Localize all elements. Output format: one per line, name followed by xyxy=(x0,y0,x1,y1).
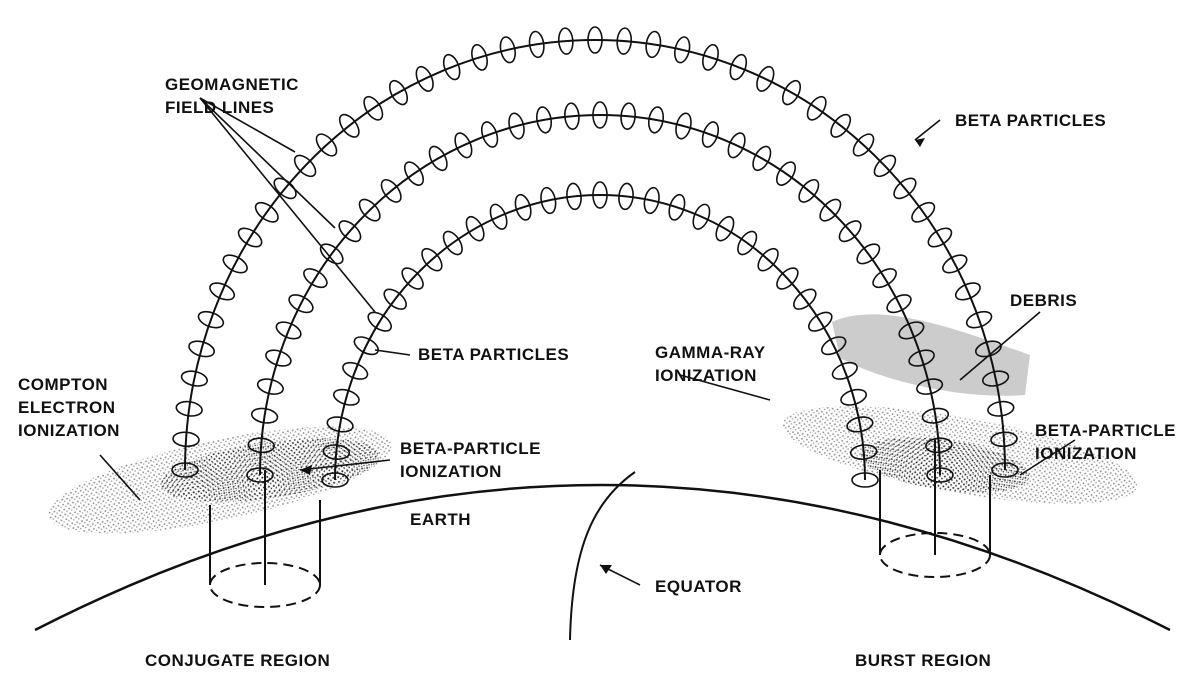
debris-cloud xyxy=(832,314,1030,395)
label-compton-1: COMPTON xyxy=(18,375,108,394)
label-compton-3: IONIZATION xyxy=(18,421,120,440)
label-beta-particles-inner: BETA PARTICLES xyxy=(418,345,569,364)
label-beta-particles-top: BETA PARTICLES xyxy=(955,111,1106,130)
label-compton-2: ELECTRON xyxy=(18,398,116,417)
label-conjugate-region: CONJUGATE REGION xyxy=(145,651,330,670)
label-burst-region: BURST REGION xyxy=(855,651,991,670)
label-equator: EQUATOR xyxy=(655,577,742,596)
label-gamma-ray-2: IONIZATION xyxy=(655,366,757,385)
label-gamma-ray-1: GAMMA-RAY xyxy=(655,343,766,362)
label-debris: DEBRIS xyxy=(1010,291,1077,310)
label-beta-ion-left-1: BETA-PARTICLE xyxy=(400,439,541,458)
label-geomagnetic-field-lines-2: FIELD LINES xyxy=(165,98,274,117)
label-beta-ion-right-1: BETA-PARTICLE xyxy=(1035,421,1176,440)
label-geomagnetic-field-lines-1: GEOMAGNETIC xyxy=(165,75,299,94)
ionization-regions xyxy=(41,386,1144,555)
label-earth: EARTH xyxy=(410,510,471,529)
label-beta-ion-right-2: IONIZATION xyxy=(1035,444,1137,463)
label-beta-ion-left-2: IONIZATION xyxy=(400,462,502,481)
equator-line xyxy=(570,472,635,640)
field-line-inner xyxy=(335,195,865,480)
